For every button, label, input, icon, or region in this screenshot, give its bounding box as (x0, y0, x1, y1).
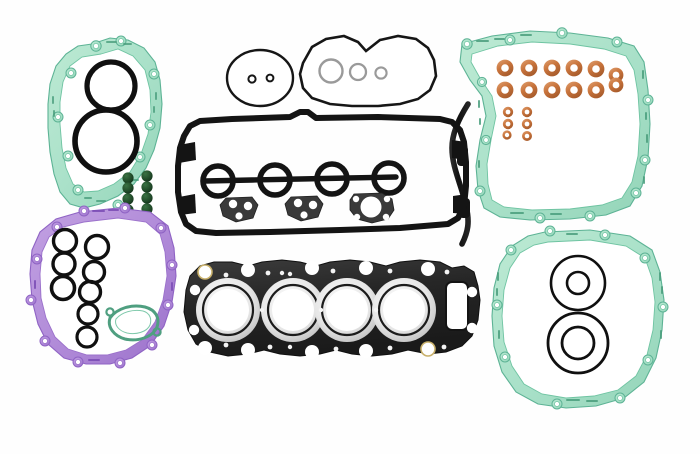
copper-washer (496, 81, 514, 99)
part-clutch-cover-gasket-bottom-left (25, 202, 178, 369)
valve-cover-outline (175, 109, 469, 236)
part-clutch-cover-gasket-bottom-right (491, 225, 669, 410)
head-gasket-bore-1 (196, 278, 260, 342)
copper-washer-small (502, 130, 512, 140)
tensioner-ring-small (374, 66, 388, 80)
copper-washer (520, 59, 538, 77)
oring (83, 233, 111, 261)
copper-washer (608, 77, 624, 93)
oring (77, 279, 103, 305)
part-copper-washers-large (496, 59, 624, 99)
oval-gasket-hole-right (265, 73, 275, 83)
copper-washer-small (522, 131, 532, 141)
oval-gasket-hole-left (247, 74, 257, 84)
head-gasket-grommets (197, 264, 436, 357)
head-gasket-bores (196, 278, 436, 342)
head-gasket-bore-3 (315, 278, 379, 342)
spark-plug-seal-2 (257, 162, 293, 198)
tensioner-ring-medium (348, 62, 368, 82)
copper-washer-small (502, 106, 514, 118)
port-gasket-3-flanged (349, 192, 395, 224)
crankcase-gasket-eyelets (461, 27, 654, 224)
part-cylinder-head-gasket (183, 259, 481, 359)
right-cover-oring-pair-lower (546, 311, 610, 375)
valve-cover-pad-bl (179, 194, 196, 215)
part-orings-on-purple (49, 227, 111, 349)
copper-washer (565, 59, 583, 77)
right-cover-gasket-window (501, 239, 656, 399)
part-clutch-cover-gasket-top-right (459, 27, 654, 224)
part-valve-cover-gasket (175, 109, 469, 236)
right-cover-oring-pair-upper (549, 254, 607, 312)
copper-washer (543, 81, 561, 99)
copper-washer (496, 59, 514, 77)
part-spark-plug-tube-gaskets (219, 192, 395, 224)
oring-inner (565, 270, 591, 296)
valve-cover-pad-br (453, 194, 467, 214)
oring-outer (546, 311, 610, 375)
right-cover-gasket-eyelets (491, 225, 669, 410)
oval-gasket-outline (225, 48, 295, 108)
valve-cover-pad-tr (452, 140, 466, 160)
port-gasket-2 (284, 195, 324, 222)
copper-washer-small (502, 118, 514, 130)
spark-plug-seal-1 (200, 163, 236, 199)
head-gasket-cam-chain-tunnel (445, 281, 469, 331)
part-stator-cover-gasket (47, 35, 163, 211)
spark-plug-seal-3 (314, 161, 350, 197)
copper-washer-small (521, 106, 533, 118)
crankcase-gasket-print (476, 34, 648, 215)
head-gasket-bolt-holes-top (189, 261, 478, 298)
tensioner-ring-large (318, 58, 344, 84)
part-copper-washers-small (502, 106, 533, 141)
stator-oring-lower (72, 107, 140, 175)
oring-outer (549, 254, 607, 312)
valve-cover-pad-tl (179, 142, 196, 163)
oring (76, 302, 100, 326)
copper-washer-row-1 (496, 59, 624, 83)
head-gasket-bolt-holes-bottom (188, 322, 478, 359)
copper-washer (587, 81, 605, 99)
copper-washer (565, 81, 583, 99)
stator-gasket-eyelets (52, 35, 160, 211)
stator-gasket-window (59, 48, 152, 193)
copper-washer-small (521, 118, 533, 130)
clutch-purple-eyelets (25, 202, 178, 369)
oring (49, 274, 77, 302)
clutch-purple-print (34, 209, 173, 361)
right-cover-gasket-print (496, 233, 663, 402)
tensioner-gasket-outline (298, 34, 438, 108)
head-gasket-passages (223, 268, 450, 352)
head-gasket-bore-4 (372, 278, 436, 342)
port-gasket-1 (219, 196, 259, 223)
copper-washer (543, 59, 561, 77)
copper-washer (520, 81, 538, 99)
valve-cover-center-rail (202, 174, 399, 184)
spark-plug-seal-4 (371, 160, 407, 196)
copper-washer (587, 60, 605, 78)
copper-washer-row-2 (496, 77, 624, 99)
oring (75, 325, 99, 349)
part-oval-cap-gasket (225, 48, 295, 108)
part-small-green-gasket (105, 304, 162, 342)
part-cam-chain-tensioner-gasket (298, 34, 438, 108)
oring-inner (560, 325, 596, 361)
